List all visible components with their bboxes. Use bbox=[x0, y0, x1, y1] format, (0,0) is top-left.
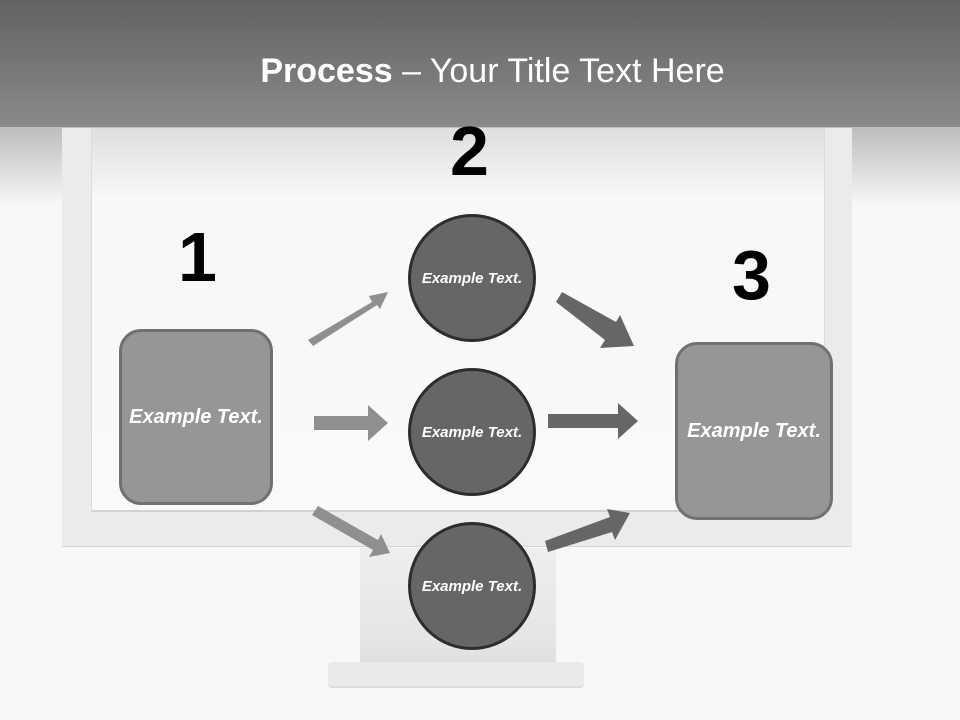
monitor-stand-base bbox=[328, 662, 584, 688]
step-1-label: Example Text. bbox=[129, 406, 263, 428]
step-2-label-top: Example Text. bbox=[421, 269, 523, 287]
arrow-icon bbox=[308, 292, 390, 557]
step-2-number: 2 bbox=[450, 112, 489, 190]
title-bold: Process bbox=[260, 52, 393, 90]
step-2-label-bottom: Example Text. bbox=[421, 577, 523, 595]
step-1-number: 1 bbox=[178, 218, 217, 296]
step-3-label: Example Text. bbox=[687, 420, 821, 442]
step-3-box: Example Text. bbox=[675, 342, 833, 520]
step-1-box: Example Text. bbox=[119, 329, 273, 505]
step-2-circle-bottom: Example Text. bbox=[408, 522, 536, 650]
step-2-circle-top: Example Text. bbox=[408, 214, 536, 342]
slide-title: Process – Your Title Text Here bbox=[0, 52, 960, 91]
title-rest: – Your Title Text Here bbox=[392, 52, 725, 90]
step-2-label-middle: Example Text. bbox=[421, 423, 523, 441]
arrow-icon bbox=[545, 292, 638, 552]
step-3-number: 3 bbox=[732, 236, 771, 314]
step-2-circle-middle: Example Text. bbox=[408, 368, 536, 496]
title-bar bbox=[0, 0, 960, 127]
